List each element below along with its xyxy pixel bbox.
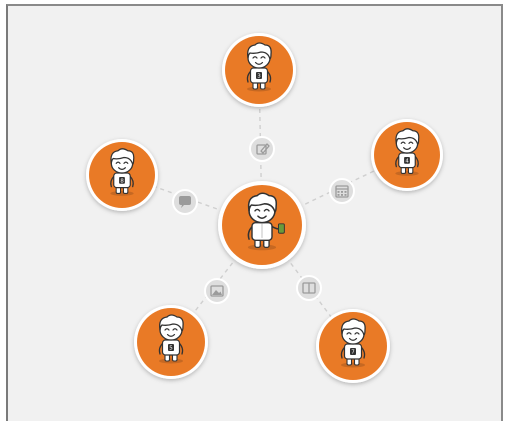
book-icon[interactable] — [297, 276, 321, 300]
right-character[interactable]: 4 — [371, 119, 443, 191]
left-character[interactable]: 8 — [86, 139, 158, 211]
svg-text:5: 5 — [169, 346, 173, 352]
svg-text:7: 7 — [351, 350, 355, 356]
calendar-icon[interactable] — [330, 179, 354, 203]
bottom-left-character[interactable]: 5 — [134, 305, 208, 379]
edit-icon[interactable] — [250, 137, 274, 161]
bottom-right-character[interactable]: 7 — [316, 309, 390, 383]
comment-icon[interactable] — [173, 190, 197, 214]
character-nodes: 3 8 4 5 7 — [86, 33, 443, 383]
image-icon[interactable] — [205, 279, 229, 303]
central-character[interactable] — [218, 181, 306, 269]
svg-text:3: 3 — [257, 74, 261, 80]
top-character[interactable]: 3 — [222, 33, 296, 107]
